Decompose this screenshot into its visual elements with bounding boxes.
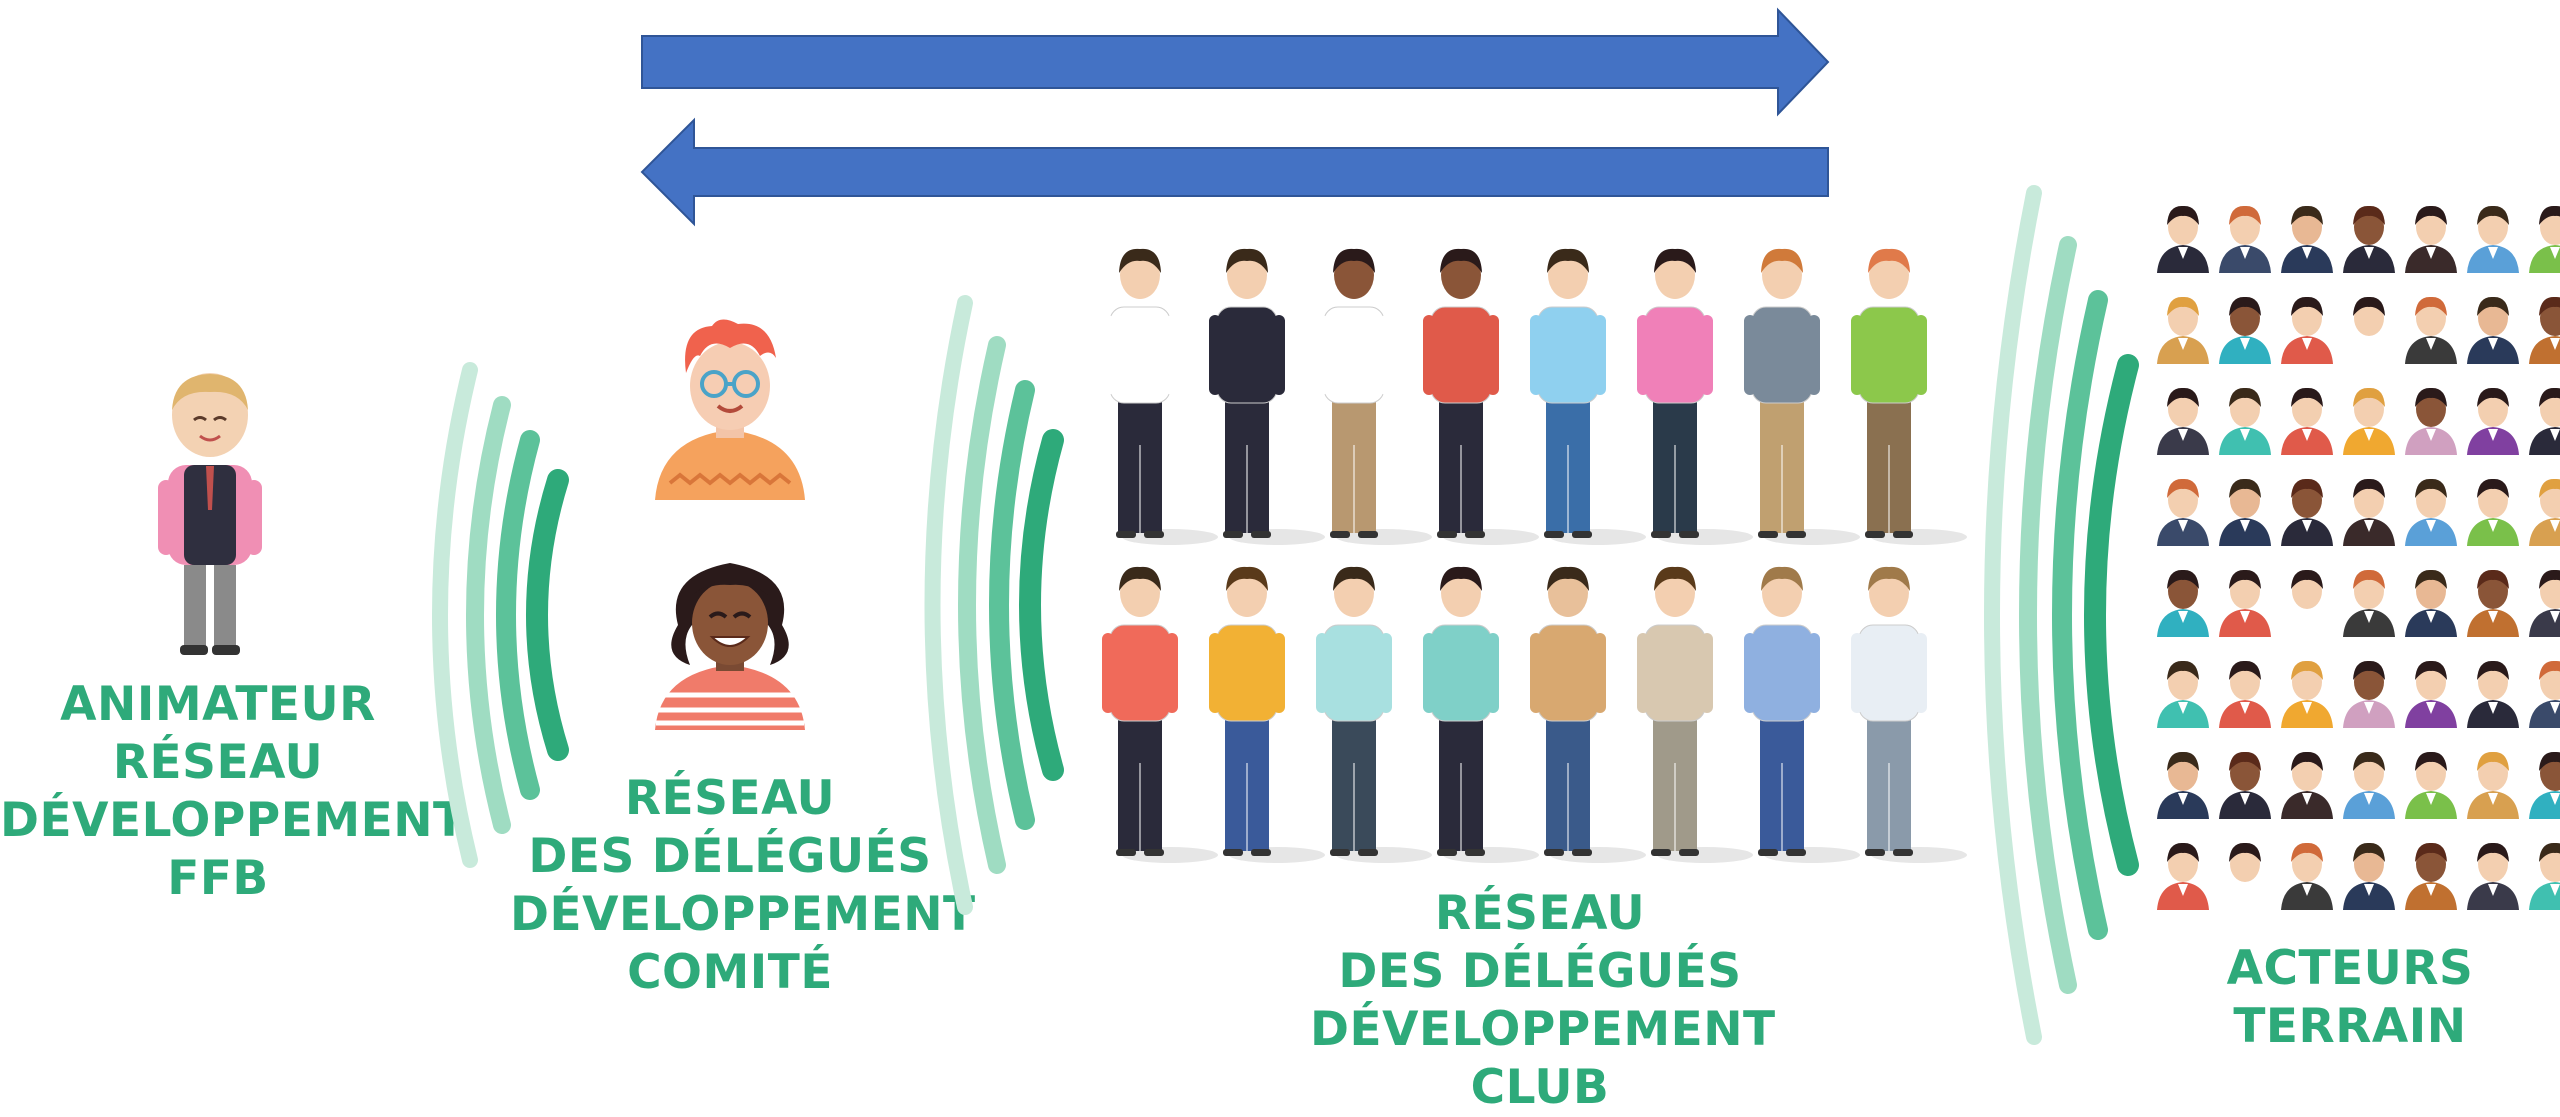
club-person-icon (1637, 248, 1753, 545)
crowd-grid-icon (2155, 195, 2560, 915)
crowd-person-icon (2343, 842, 2395, 910)
crowd-person-icon (2281, 751, 2333, 819)
crowd-person-icon (2467, 478, 2519, 546)
club-person-icon (1530, 248, 1646, 545)
animateur-label: ANIMATEUR RÉSEAU DÉVELOPPEMENT FFB (0, 677, 466, 906)
crowd-person-icon (2281, 842, 2333, 910)
crowd-person-icon (2467, 205, 2519, 273)
crowd-person-icon (2219, 660, 2271, 728)
club-person-icon (1744, 566, 1860, 863)
club-group-icon (1095, 245, 1967, 865)
comite-label: RÉSEAU DES DÉLÉGUÉS DÉVELOPPEMENT COMITÉ (510, 771, 976, 1000)
crowd-person-icon (2157, 751, 2209, 819)
crowd-person-icon (2343, 660, 2395, 728)
crowd-person-icon (2343, 296, 2395, 364)
crowd-person-icon (2343, 751, 2395, 819)
crowd-person-icon (2281, 205, 2333, 273)
crowd-person-icon (2467, 387, 2519, 455)
crowd-person-icon (2157, 842, 2209, 910)
crowd-person-icon (2157, 296, 2209, 364)
crowd-person-icon (2157, 478, 2209, 546)
signal-waves-2 (924, 295, 1064, 915)
crowd-person-icon (2467, 569, 2519, 637)
crowd-person-icon (2281, 569, 2333, 637)
crowd-person-icon (2343, 478, 2395, 546)
animateur-person-icon (158, 373, 262, 655)
club-person-icon (1102, 566, 1218, 863)
crowd-person-icon (2157, 569, 2209, 637)
crowd-person-icon (2529, 478, 2560, 546)
club-person-icon (1744, 248, 1860, 545)
crowd-person-icon (2467, 751, 2519, 819)
crowd-person-icon (2529, 751, 2560, 819)
crowd-person-icon (2219, 296, 2271, 364)
club-person-icon (1851, 566, 1967, 863)
crowd-person-icon (2529, 842, 2560, 910)
crowd-person-icon (2219, 205, 2271, 273)
crowd-person-icon (2405, 842, 2457, 910)
club-person-icon (1316, 248, 1432, 545)
crowd-person-icon (2529, 569, 2560, 637)
club-person-icon (1851, 248, 1967, 545)
comite-avatar-bottom-icon (655, 563, 805, 730)
club-person-icon (1316, 566, 1432, 863)
club-person-icon (1530, 566, 1646, 863)
crowd-person-icon (2529, 387, 2560, 455)
terrain-label: ACTEURS TERRAIN (2226, 941, 2474, 1054)
club-person-icon (1423, 248, 1539, 545)
crowd-person-icon (2405, 569, 2457, 637)
crowd-person-icon (2467, 660, 2519, 728)
crowd-person-icon (2157, 205, 2209, 273)
crowd-person-icon (2405, 478, 2457, 546)
crowd-person-icon (2219, 478, 2271, 546)
crowd-person-icon (2157, 660, 2209, 728)
club-label: RÉSEAU DES DÉLÉGUÉS DÉVELOPPEMENT CLUB (1310, 886, 1776, 1115)
crowd-person-icon (2343, 205, 2395, 273)
crowd-person-icon (2219, 569, 2271, 637)
club-person-icon (1209, 566, 1325, 863)
crowd-person-icon (2343, 569, 2395, 637)
crowd-person-icon (2405, 296, 2457, 364)
crowd-person-icon (2529, 205, 2560, 273)
crowd-person-icon (2405, 751, 2457, 819)
crowd-person-icon (2157, 387, 2209, 455)
crowd-person-icon (2405, 387, 2457, 455)
crowd-person-icon (2219, 751, 2271, 819)
crowd-person-icon (2529, 660, 2560, 728)
crowd-person-icon (2281, 478, 2333, 546)
crowd-person-icon (2281, 660, 2333, 728)
club-person-icon (1423, 566, 1539, 863)
crowd-person-icon (2405, 660, 2457, 728)
crowd-person-icon (2219, 842, 2271, 910)
signal-waves-3 (1984, 185, 2139, 1045)
club-person-icon (1637, 566, 1753, 863)
crowd-person-icon (2405, 205, 2457, 273)
crowd-person-icon (2343, 387, 2395, 455)
crowd-person-icon (2467, 842, 2519, 910)
crowd-person-icon (2467, 296, 2519, 364)
club-person-icon (1102, 248, 1218, 545)
crowd-person-icon (2281, 387, 2333, 455)
crowd-person-icon (2219, 387, 2271, 455)
club-person-icon (1209, 248, 1325, 545)
comite-avatar-top-icon (655, 319, 805, 500)
signal-waves-1 (432, 362, 569, 868)
crowd-person-icon (2529, 296, 2560, 364)
crowd-person-icon (2281, 296, 2333, 364)
